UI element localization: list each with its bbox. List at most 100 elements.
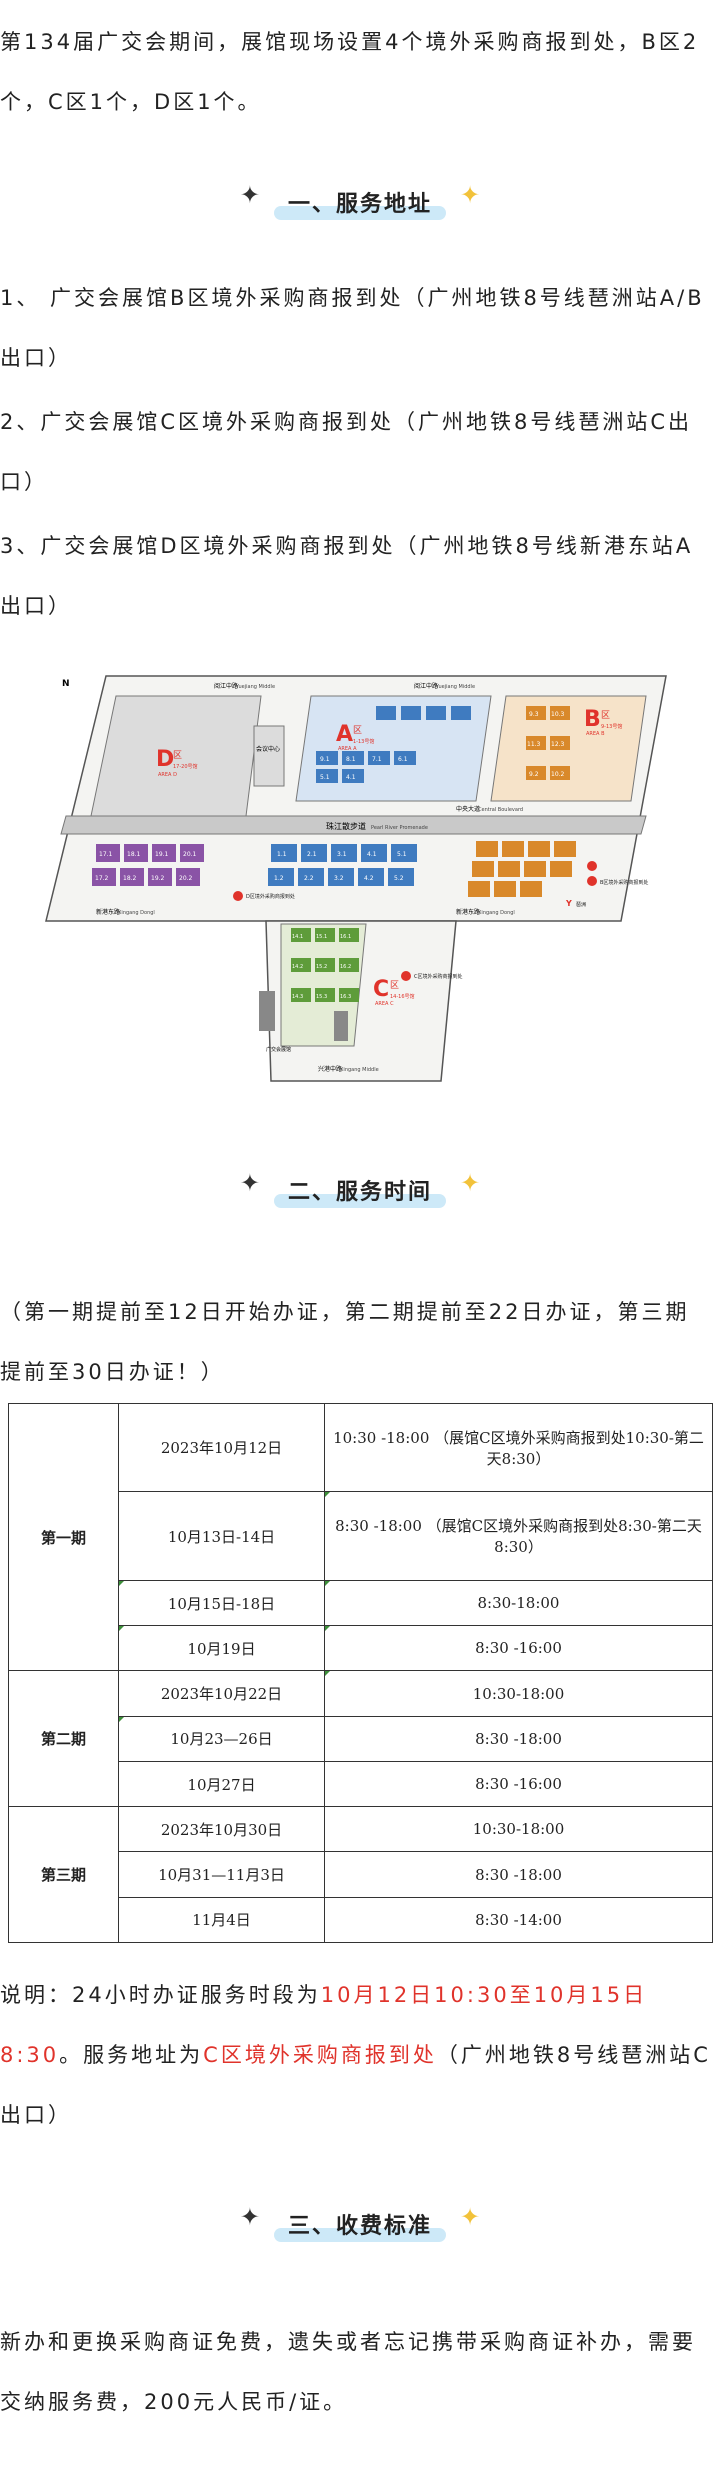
hall-label: 4.1 — [367, 851, 377, 858]
hall-label: 18.2 — [123, 875, 137, 882]
time-cell: 8:30 -14:00 — [324, 1896, 713, 1944]
hall-label: 16.3 — [340, 994, 351, 1000]
area-d-en: AREA D — [158, 772, 177, 778]
table-row: 第二期 2023年10月22日 10:30-18:00 — [8, 1670, 713, 1808]
road-label-promenade-en: Pearl River Promenade — [371, 825, 428, 831]
date-cell: 11月4日 — [118, 1896, 325, 1944]
intro-paragraph: 第134届广交会期间，展馆现场设置4个境外采购商报到处，B区2个，C区1个，D区… — [0, 30, 700, 114]
hall-label: 5.1 — [320, 774, 330, 781]
hall-label: 2.2 — [304, 875, 314, 882]
time-cell: 10:30-18:00 — [324, 1806, 713, 1853]
area-d-letter: D — [156, 747, 174, 772]
road-label-north: 阅江中路 — [414, 682, 438, 690]
time-cell: 10:30-18:00 — [324, 1670, 713, 1717]
notice-paragraph: （第一期提前至12日开始办证，第二期提前至22日办证，第三期提前至30日办证！） — [0, 1300, 690, 1384]
registration-c-label: C区境外采购商报到处 — [414, 973, 463, 980]
hall-label: 2.1 — [307, 851, 317, 858]
date-cell: 10月19日 — [118, 1625, 325, 1672]
registration-b-marker-icon — [587, 876, 597, 886]
road-label-bottom: 兴港中路 — [318, 1065, 342, 1073]
time-cell: 8:30-18:00 — [324, 1579, 713, 1627]
explain-text: 说明：24小时办证服务时段为 — [0, 1983, 321, 2007]
hall-label: 3.2 — [334, 875, 344, 882]
area-a-en: AREA A — [338, 746, 357, 752]
area-d-label: 区 — [173, 750, 182, 761]
area-c-en: AREA C — [375, 1001, 394, 1007]
road-label-south: 新港东路 — [456, 908, 480, 916]
hall-label: 20.1 — [183, 851, 197, 858]
time-cell: 8:30 -18:00 — [324, 1851, 713, 1898]
hall-label: 15.3 — [316, 994, 327, 1000]
section-header-address: ✦ 一、服务地址 ✦ — [0, 180, 720, 224]
table-row: 10月23—26日 8:30 -18:00 — [9, 1715, 713, 1762]
venue-map-drawing: .t { font-family: "DejaVu Sans", sans-se… — [45, 675, 667, 1082]
hall-label: 4.2 — [364, 875, 374, 882]
registration-c-marker-icon — [401, 971, 411, 981]
section-title: 一、服务地址 — [287, 192, 432, 217]
hall-label: 15.1 — [316, 934, 327, 940]
area-a-label: 区 — [353, 725, 362, 736]
hall-label: 14.3 — [292, 994, 303, 1000]
hall-label: 16.1 — [340, 934, 351, 940]
section-title: 二、服务时间 — [287, 1180, 432, 1205]
hall-label: 3.1 — [337, 851, 347, 858]
hall-label: 9.2 — [529, 771, 539, 778]
road-label-north-en: Yuejiang Middle — [235, 684, 275, 690]
date-cell: 2023年10月30日 — [118, 1806, 325, 1853]
date-cell: 10月31—11月3日 — [118, 1851, 325, 1898]
area-b-letter: B — [584, 707, 601, 732]
road-label-center: 中央大道 — [456, 805, 480, 813]
hall-label: 18.1 — [127, 851, 141, 858]
period-name: 第一期 — [8, 1402, 119, 1672]
hall-label: 6.1 — [398, 756, 408, 763]
hall-label: 8.1 — [346, 756, 356, 763]
time-cell: 10:30 -18:00 （展馆C区境外采购商报到处10:30-第二天8:30） — [324, 1402, 713, 1493]
area-d-range: 17-20号馆 — [173, 763, 198, 770]
road-label-center-en: Central Boulevard — [478, 807, 523, 813]
fee-paragraph: 新办和更换采购商证免费，遗失或者忘记携带采购商证补办，需要交纳服务费，200元人… — [0, 2330, 696, 2414]
sparkle-icon: ✦ — [239, 1169, 260, 1197]
section-header-fee: ✦ 三、收费标准 ✦ — [0, 2202, 720, 2246]
address-item: 2、广交会展馆C区境外采购商报到处（广州地铁8号线琶洲站C出口） — [0, 410, 693, 494]
registration-d-marker-icon — [233, 891, 243, 901]
road-label-north: 阅江中路 — [214, 682, 238, 690]
date-cell: 2023年10月22日 — [118, 1670, 325, 1717]
venue-map: .t { font-family: "DejaVu Sans", sans-se… — [36, 666, 686, 1086]
period-name: 第二期 — [8, 1670, 119, 1808]
registration-b-marker-icon — [587, 861, 597, 871]
date-cell: 10月13日-14日 — [118, 1491, 325, 1581]
hall-label: 9.1 — [320, 756, 330, 763]
explain-highlight-address: C区境外采购商报到处 — [203, 2043, 437, 2067]
sparkle-icon: ✦ — [239, 2203, 260, 2231]
area-b-range: 9-13号馆 — [601, 723, 622, 730]
area-b-label: 区 — [601, 710, 610, 721]
hall-label: 20.2 — [179, 875, 193, 882]
hall-label: 4.1 — [346, 774, 356, 781]
metro-station-label: 琶洲 — [576, 902, 586, 908]
area-b-en: AREA B — [586, 731, 605, 737]
table-row: 10月13日-14日 8:30 -18:00 （展馆C区境外采购商报到处8:30… — [9, 1491, 713, 1581]
hall-label: 14.2 — [292, 964, 303, 970]
area-c-range: 14-16号馆 — [390, 993, 415, 1000]
section-header-time: ✦ 二、服务时间 ✦ — [0, 1168, 720, 1212]
explain-text: （广州地铁8号线琶洲站C出口） — [0, 2043, 711, 2127]
table-row: 11月4日 8:30 -14:00 — [9, 1896, 713, 1944]
address-item: 1、 广交会展馆B区境外采购商报到处（广州地铁8号线琶洲站A/B出口） — [0, 286, 705, 370]
table-row: 10月19日 8:30 -16:00 — [9, 1625, 713, 1672]
section-title: 三、收费标准 — [287, 2214, 432, 2239]
time-cell: 8:30 -16:00 — [324, 1625, 713, 1672]
road-label-south: 新港东路 — [96, 908, 120, 916]
table-row: 第一期 2023年10月12日 10:30 -18:00 （展馆C区境外采购商报… — [8, 1402, 713, 1672]
hall-label: 5.1 — [397, 851, 407, 858]
hall-label: 1.2 — [274, 875, 284, 882]
time-cell: 8:30 -18:00 （展馆C区境外采购商报到处8:30-第二天8:30） — [324, 1491, 713, 1581]
hall-label: 16.2 — [340, 964, 351, 970]
sparkle-icon: ✦ — [460, 1169, 481, 1197]
schedule-table: 第一期 2023年10月12日 10:30 -18:00 （展馆C区境外采购商报… — [8, 1402, 713, 1944]
explain-text: 。服务地址为 — [59, 2043, 204, 2067]
address-item: 3、广交会展馆D区境外采购商报到处（广州地铁8号线新港东站A出口） — [0, 534, 694, 618]
date-cell: 2023年10月12日 — [118, 1402, 325, 1493]
period-name: 第三期 — [8, 1806, 119, 1943]
sparkle-icon: ✦ — [239, 181, 260, 209]
